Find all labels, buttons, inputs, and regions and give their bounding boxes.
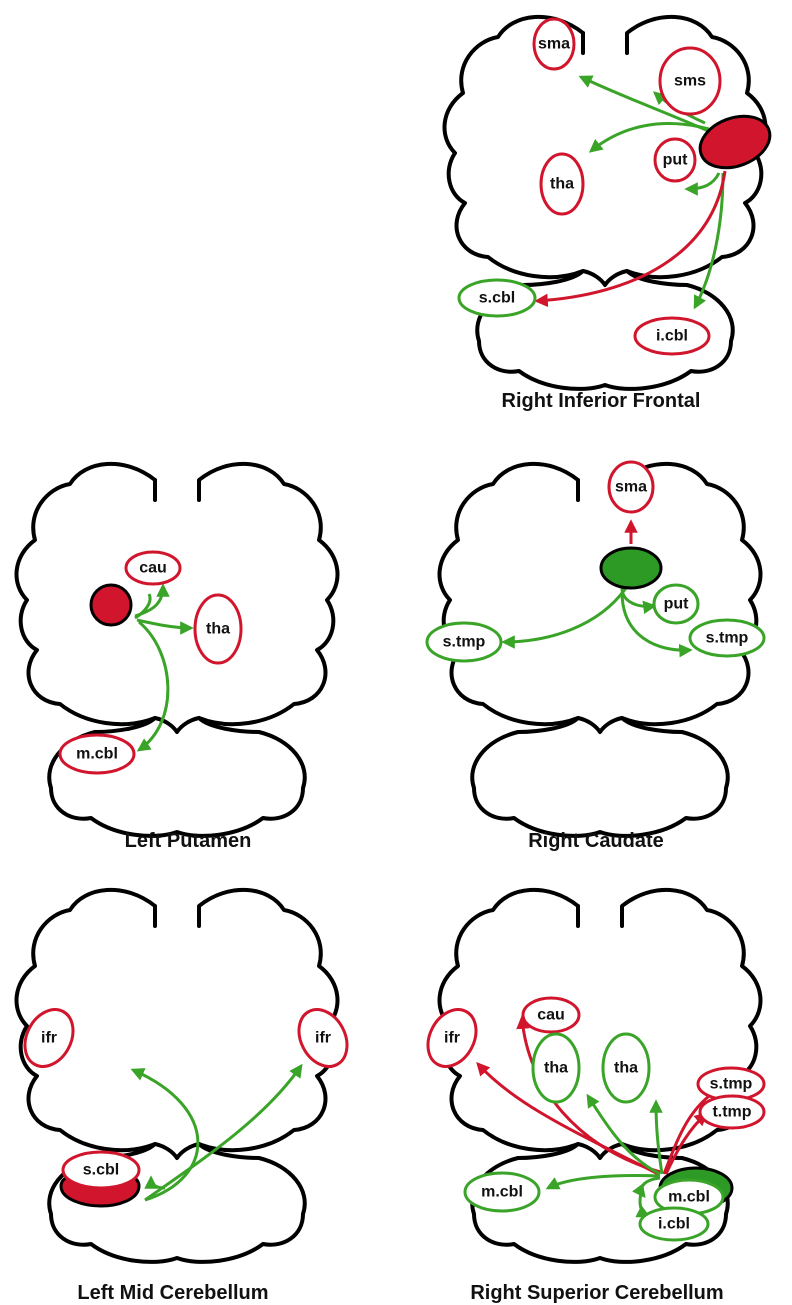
panel-left-mid-cerebellum: ifr ifr s.cbl Left Mid Cerebellum (14, 887, 349, 1304)
node-ifr: ifr (426, 1008, 478, 1068)
svg-text:m.cbl: m.cbl (76, 746, 118, 763)
svg-text:ifr: ifr (444, 1030, 460, 1047)
svg-text:s.tmp: s.tmp (706, 630, 749, 647)
svg-text:s.tmp: s.tmp (443, 634, 486, 651)
arrow-mcbl-to-ifr-left (130, 1068, 200, 1202)
node-sma: sma (607, 460, 655, 514)
panel-right-superior-cerebellum: ifr cau tha tha s.tmp t.tmp m.cbl m.cbl (426, 887, 766, 1304)
arrow-cau-to-stmp-left (501, 587, 628, 649)
seed-region (89, 583, 133, 627)
svg-text:tha: tha (206, 621, 230, 638)
node-sma: sma (532, 17, 576, 71)
node-tha-right: tha (601, 1032, 651, 1104)
arrow-ifr-to-icbl (693, 172, 725, 310)
node-ifr-left: ifr (23, 1008, 75, 1068)
arrow-put-to-mcbl (136, 620, 170, 752)
svg-text:put: put (664, 596, 690, 613)
svg-text:s.cbl: s.cbl (83, 1162, 119, 1179)
svg-text:s.tmp: s.tmp (710, 1076, 753, 1093)
arrow-scbl-to-icbl (635, 1187, 651, 1218)
seed-region (698, 114, 772, 170)
node-tha: tha (193, 593, 243, 665)
arrow-scbl-to-cau (516, 1015, 661, 1174)
node-cau: cau (521, 996, 581, 1034)
node-s-tmp-right: s.tmp (688, 618, 766, 658)
panel-right-caudate: sma put s.tmp s.tmp Right Caudate (425, 460, 766, 852)
svg-text:sma: sma (615, 479, 647, 496)
node-tha: tha (539, 152, 585, 216)
svg-text:t.tmp: t.tmp (712, 1104, 751, 1121)
node-i-cbl: i.cbl (638, 1206, 710, 1242)
node-i-cbl: i.cbl (633, 316, 711, 356)
svg-text:put: put (663, 152, 689, 169)
svg-text:ifr: ifr (41, 1030, 57, 1047)
arrow-cau-to-stmp-right (620, 591, 693, 658)
panel-right-inferior-frontal: sma sms put tha s.cbl i.cbl Right Inferi… (442, 14, 772, 412)
brain-outline (14, 461, 340, 838)
node-put: put (652, 583, 700, 625)
arrow-put-to-tha (136, 618, 194, 635)
node-m-cbl-left: m.cbl (463, 1171, 541, 1213)
panel-caption: Left Putamen (125, 830, 252, 852)
svg-text:i.cbl: i.cbl (658, 1216, 690, 1233)
arrow-cau-to-put (620, 587, 657, 615)
arrow-put-curl (134, 593, 152, 620)
node-t-tmp: t.tmp (698, 1094, 766, 1130)
arrow-scbl-to-mcbl-left (545, 1174, 661, 1190)
svg-text:m.cbl: m.cbl (481, 1184, 523, 1201)
arrow-scbl-to-mcbl-right (632, 1176, 661, 1199)
svg-text:tha: tha (614, 1060, 638, 1077)
panel-caption: Right Caudate (528, 830, 664, 852)
arrow-scbl-to-tha-left (586, 1093, 661, 1176)
svg-text:tha: tha (550, 176, 574, 193)
panel-caption: Right Inferior Frontal (502, 390, 701, 412)
node-sms: sms (658, 46, 722, 116)
brain-outline (14, 887, 340, 1264)
svg-text:s.cbl: s.cbl (479, 290, 515, 307)
arrow-mcbl-to-scbl (144, 1175, 166, 1190)
svg-text:sma: sma (538, 36, 570, 53)
arrow-ifr-to-tha (588, 122, 710, 153)
node-put: put (653, 137, 697, 183)
node-s-cbl: s.cbl (457, 278, 537, 318)
node-s-cbl: s.cbl (61, 1150, 141, 1190)
svg-text:cau: cau (139, 560, 167, 577)
node-s-tmp: s.tmp (696, 1066, 766, 1102)
svg-text:sms: sms (674, 73, 706, 90)
svg-text:tha: tha (544, 1060, 568, 1077)
arrow-mcbl-to-ifr-right (144, 1063, 303, 1202)
node-s-tmp-left: s.tmp (425, 621, 503, 663)
panel-caption: Right Superior Cerebellum (470, 1282, 723, 1304)
panel-caption: Left Mid Cerebellum (77, 1282, 268, 1304)
node-tha-left: tha (531, 1032, 581, 1104)
svg-text:i.cbl: i.cbl (656, 328, 688, 345)
panel-left-putamen: cau tha m.cbl Left Putamen (14, 461, 340, 852)
arrow-ifr-to-put (684, 172, 721, 196)
svg-text:ifr: ifr (315, 1030, 331, 1047)
arrow-ifr-to-scbl (534, 170, 727, 308)
seed-region (599, 546, 663, 590)
svg-text:m.cbl: m.cbl (668, 1189, 710, 1206)
node-m-cbl-right: m.cbl (653, 1178, 725, 1216)
arrow-scbl-to-tha-right (649, 1099, 664, 1175)
node-m-cbl: m.cbl (58, 733, 136, 775)
node-cau: cau (124, 550, 182, 586)
node-ifr-right: ifr (297, 1008, 349, 1068)
svg-text:cau: cau (537, 1007, 565, 1024)
